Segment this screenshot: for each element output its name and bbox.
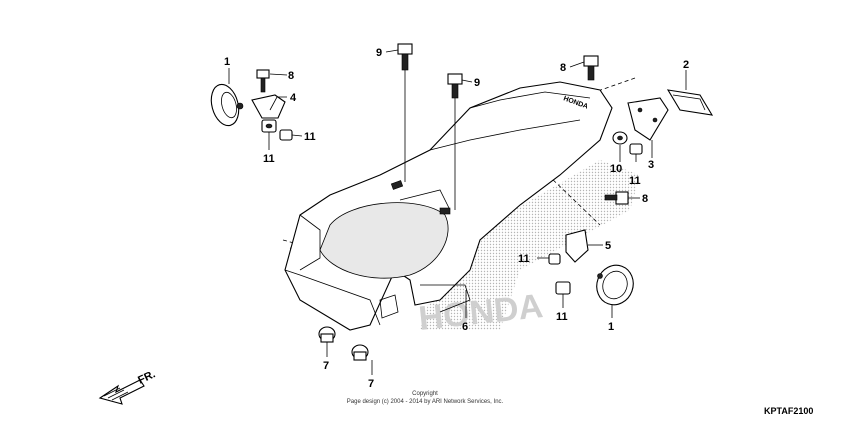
callout-10: 10	[610, 163, 622, 175]
callout-8-top-right: 8	[560, 62, 566, 74]
callout-5: 5	[605, 240, 611, 252]
copyright: Copyright Page design (c) 2004 - 2014 by…	[347, 391, 504, 405]
bolt-9-b	[447, 73, 463, 99]
bolt-9-a	[397, 43, 413, 71]
copyright-line2: Page design (c) 2004 - 2014 by ARI Netwo…	[347, 399, 504, 405]
nut-10	[612, 131, 628, 145]
reflector-right	[596, 264, 634, 306]
callout-2: 2	[683, 59, 689, 71]
bolt-8-mid-right	[604, 191, 629, 205]
diagram-code: KPTAF2100	[764, 406, 813, 416]
front-direction-arrow: FR.	[98, 368, 157, 405]
callout-1-left: 1	[224, 56, 230, 68]
bolt-8-top-right	[583, 55, 599, 81]
callout-4: 4	[290, 92, 297, 104]
callout-8-left: 8	[288, 70, 294, 82]
collar-7-b	[351, 344, 369, 361]
callout-1-right: 1	[608, 321, 614, 333]
stay-right	[565, 229, 589, 263]
callout-7-a: 7	[323, 360, 329, 372]
bolt-8-left	[256, 69, 270, 93]
nut-11-right-low	[555, 281, 571, 295]
nut-11-left-a	[261, 119, 277, 133]
direction-label: FR.	[136, 368, 157, 386]
callout-11-right-mid: 11	[518, 253, 530, 265]
rear-fender: HONDA	[284, 81, 613, 331]
callout-9-a: 9	[376, 47, 382, 59]
callout-9-b: 9	[474, 77, 480, 89]
license-light	[666, 89, 714, 116]
callout-11-left-a: 11	[304, 131, 316, 143]
callout-11-left-b: 11	[263, 153, 275, 165]
copyright-line1: Copyright	[412, 391, 438, 397]
collar-7-a	[318, 326, 336, 343]
callout-11-right-top: 11	[629, 175, 641, 187]
leader-lines	[228, 49, 687, 375]
stay-left	[251, 94, 286, 119]
light-bracket	[627, 97, 669, 141]
callout-labels: 1 8 4 11 11 9 9 8 2 3 10 11 8 5 11 11 1 …	[224, 47, 689, 390]
nut-11-right-mid	[548, 253, 561, 265]
callout-6: 6	[462, 321, 468, 333]
callout-11-right-low: 11	[556, 311, 568, 323]
callout-3: 3	[648, 159, 654, 171]
reflector-left	[210, 83, 244, 127]
nut-11-left-b	[279, 129, 293, 141]
callout-8-mid-right: 8	[642, 193, 648, 205]
nut-11-right-top	[629, 143, 643, 155]
callout-7-b: 7	[368, 378, 374, 390]
